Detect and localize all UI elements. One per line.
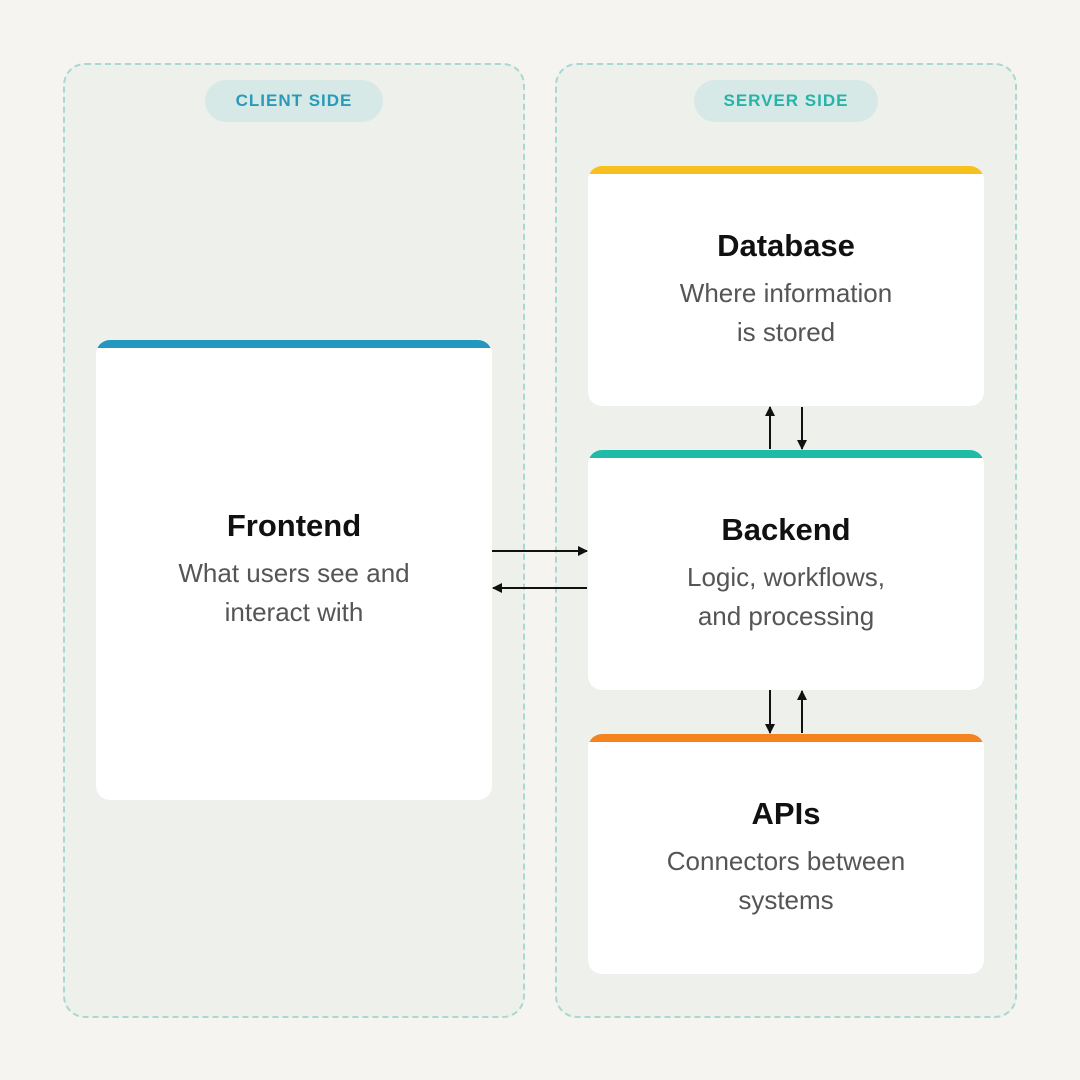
database-description-line-2: is stored [736,317,836,347]
database-accent-bar [588,166,984,174]
server-side-label: SERVER SIDE [694,80,878,122]
backend-node: Backend Logic, workflows, and processing [588,450,984,690]
apis-node: APIs Connectors between systems [588,734,984,974]
database-title: Database [717,228,855,263]
backend-accent-bar [588,450,984,458]
apis-title: APIs [751,796,821,831]
frontend-title: Frontend [226,508,362,543]
database-description-line-1: Where information [679,278,893,308]
apis-description-line-2: systems [738,885,834,915]
frontend-node: Frontend What users see and interact wit… [96,340,492,800]
frontend-description-line-1: What users see and [178,558,410,588]
database-node: Database Where information is stored [588,166,984,406]
backend-description-line-2: and processing [697,601,875,631]
apis-accent-bar [588,734,984,742]
apis-description-line-1: Connectors between [666,846,906,876]
client-side-label: CLIENT SIDE [205,80,383,122]
backend-description-line-1: Logic, workflows, [687,562,885,592]
frontend-description-line-2: interact with [224,597,364,627]
backend-title: Backend [721,512,851,547]
frontend-accent-bar [96,340,492,348]
